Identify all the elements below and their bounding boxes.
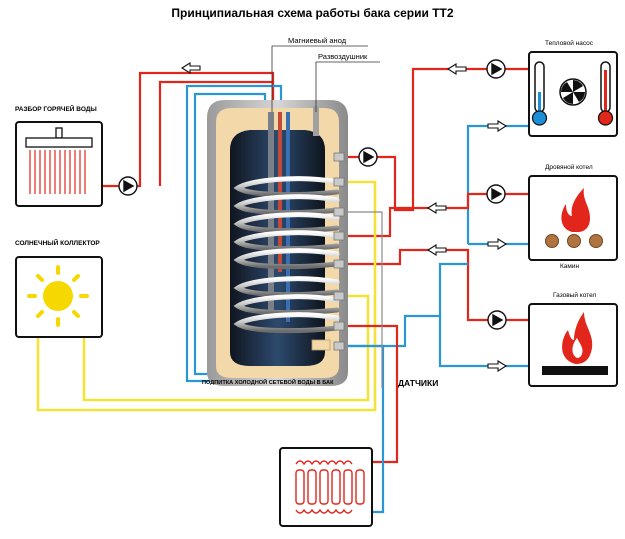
cold-supply-label: ПОДПИТКА ХОЛОДНОЙ СЕТЕВОЙ ВОДЫ В БАК bbox=[202, 380, 334, 386]
arrow-right-icon bbox=[487, 360, 508, 372]
wood-boiler-box bbox=[528, 175, 618, 261]
radiator-cold-pipe bbox=[340, 344, 385, 514]
pump-icon bbox=[487, 310, 507, 330]
anode-label: Магниевый анод bbox=[288, 36, 347, 45]
gas-boiler-box bbox=[528, 303, 618, 387]
cold-inlet-stub bbox=[311, 339, 331, 351]
shower-icon bbox=[25, 127, 93, 194]
tank-connections bbox=[333, 152, 345, 351]
pump-icon bbox=[486, 59, 506, 79]
label-leaders bbox=[271, 45, 380, 112]
arrow-right-icon bbox=[487, 238, 508, 250]
sun-icon bbox=[27, 265, 89, 327]
wood-boiler-label: Дровяной котел bbox=[545, 164, 593, 171]
lower-coil bbox=[233, 276, 340, 334]
radiator-box bbox=[279, 447, 373, 527]
air-vent-tube bbox=[313, 106, 319, 136]
hot-tube-inner bbox=[278, 112, 282, 272]
pumps bbox=[118, 59, 507, 330]
arrow-left-icon bbox=[426, 244, 447, 256]
gas-boiler-cold-pipe bbox=[340, 314, 530, 368]
arrow-left-icon bbox=[426, 202, 447, 214]
heat-pump-label: Тепловой насос bbox=[545, 40, 594, 47]
middle-coil bbox=[233, 230, 340, 270]
hot-water-label: РАЗБОР ГОРЯЧЕЙ ВОДЫ bbox=[15, 106, 97, 113]
arrow-left-icon bbox=[180, 62, 201, 74]
diagram-title: Принципиальная схема работы бака серии T… bbox=[171, 6, 454, 20]
shared-cold-riser bbox=[438, 262, 468, 316]
gas-boiler-label: Газовый котел bbox=[553, 292, 597, 299]
wood-fire-icon bbox=[545, 188, 603, 248]
pump-icon bbox=[358, 147, 378, 167]
sensor-line bbox=[340, 211, 383, 388]
gas-flame-icon bbox=[542, 312, 608, 375]
fireplace-label: Камин bbox=[560, 263, 580, 270]
solar-supply-pipe bbox=[36, 180, 377, 412]
flow-arrows bbox=[180, 62, 508, 372]
storage-tank bbox=[207, 100, 348, 386]
solar-label: СОЛНЕЧНЫЙ КОЛЛЕКТОР bbox=[15, 240, 100, 247]
solar-return-pipe bbox=[82, 294, 370, 402]
arrow-left-icon bbox=[446, 63, 467, 75]
heat-pump-box bbox=[528, 51, 618, 137]
fan-icon bbox=[559, 78, 587, 106]
radiator-icon bbox=[295, 460, 365, 514]
arrow-right-icon bbox=[487, 120, 508, 132]
cold-thermometer-icon bbox=[531, 61, 548, 126]
air-vent-label: Развоздушник bbox=[318, 52, 368, 61]
solar-collector-box bbox=[15, 256, 103, 338]
pump-icon bbox=[486, 184, 506, 204]
pipes bbox=[36, 67, 530, 514]
hot-return-pipe bbox=[158, 80, 275, 186]
hot-thermometer-icon bbox=[597, 61, 614, 126]
radiator-frame bbox=[279, 447, 373, 527]
pump-icon bbox=[118, 176, 138, 196]
hot-water-tap-box bbox=[15, 121, 103, 207]
sensors-label: ДАТЧИКИ bbox=[398, 378, 439, 388]
heat-pump-hot-pipe bbox=[340, 67, 530, 212]
